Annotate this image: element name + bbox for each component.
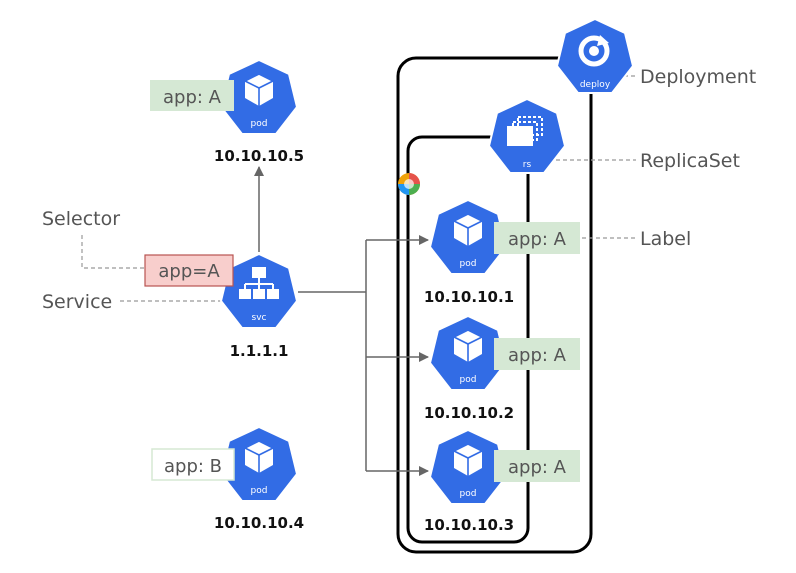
pod-label-text: app: A [508,229,567,250]
pod-ip: 10.10.10.2 [424,404,514,422]
pod-icon-label: pod [460,375,477,385]
pod-icon-label: pod [251,119,268,129]
pod-icon: pod [429,199,507,275]
service-ip: 1.1.1.1 [230,342,289,360]
svc-icon-label: svc [252,313,267,323]
pod-icon: pod [429,429,507,505]
pod-label-text: app: A [163,87,222,108]
service-callout: Service [42,291,112,313]
selector-tag [144,254,234,287]
pod-ip: 10.10.10.5 [214,147,304,165]
pod-icon: pod [220,426,298,502]
pod-icon: pod [220,59,298,135]
deploy-icon-label: deploy [580,80,611,90]
pod-label-tag [151,448,235,481]
pod-label-tag [494,222,580,254]
pod-label-tag [494,450,580,482]
pod-icon-label: pod [251,486,268,496]
pod-ip: 10.10.10.1 [424,288,514,306]
selector-callout: Selector [42,208,120,230]
pod-label-tag [494,338,580,370]
service-icon: svc [220,253,298,329]
label-callout: Label [640,228,691,250]
deployment-icon: deploy [556,18,634,94]
pod-icon-label: pod [460,259,477,269]
deployment-boundary [396,56,593,554]
selector-callout-line [81,235,145,269]
pod-label-text: app: A [508,457,567,478]
pod-ip: 10.10.10.3 [424,516,514,534]
pod-ip: 10.10.10.4 [214,514,304,532]
pod-label-text: app: A [508,345,567,366]
replicaset-icon: rs [488,98,566,174]
deployment-callout: Deployment [640,66,756,88]
pod-label-text: app: B [164,456,222,477]
pod-icon-label: pod [460,489,477,499]
selector-tag-text: app=A [158,261,220,282]
pod-icon: pod [429,315,507,391]
rs-icon-label: rs [523,160,532,170]
replicaset-callout: ReplicaSet [640,150,740,172]
pod-label-tag [150,80,234,111]
helm-badge-icon [398,173,420,195]
